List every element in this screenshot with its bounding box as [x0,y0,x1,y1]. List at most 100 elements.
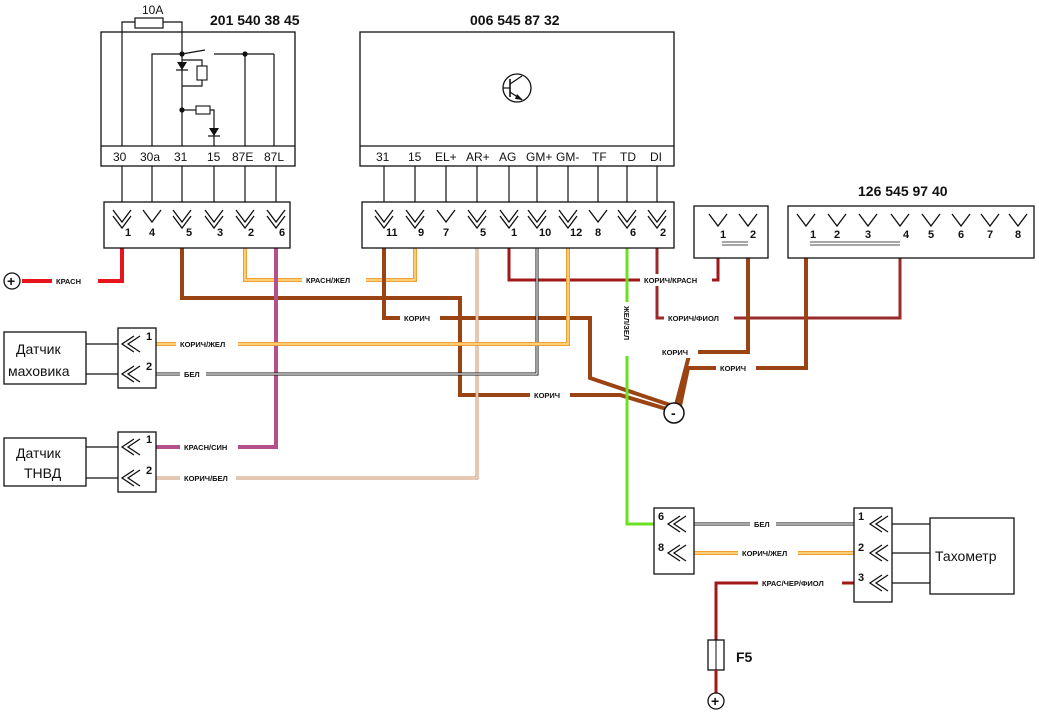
diag-connector: 126 545 97 40 1 2 3 4 5 6 7 8 [787,183,1035,259]
relay-terminal-15: 15 [207,150,221,164]
ecu-terminal-ar: AR+ [466,150,490,164]
tacho-right-pin-1: 1 [858,511,864,523]
tacho-right-pin-3: 3 [858,572,864,584]
plus-bottom-symbol: + [711,693,719,709]
plus-left-symbol: + [7,273,15,289]
wire-zhel-zel [625,222,660,526]
flywheel-pin-2: 2 [146,361,152,373]
ecu-terminal-31: 31 [376,150,390,164]
flywheel-sensor-line2: маховика [8,363,70,379]
ground-icon [663,402,685,424]
ecu-pin-11: 11 [386,227,398,239]
ecu: 006 545 87 32 31 15 EL+ AR+ AG GM+ GM- T… [359,12,675,208]
relay-pin-2: 2 [248,227,254,239]
ecu-terminal-gm-minus: GM- [556,150,579,164]
fuse-f5: F5 [707,639,753,692]
label-zhel-zel: ЖЕЛ/ЗЕЛ [622,305,631,340]
relay-pin-6: 6 [279,227,285,239]
tnvd-pin-1: 1 [146,434,152,446]
label-korich-bel: КОРИЧ/БЕЛ [184,474,228,483]
diag-pin-5: 5 [928,229,934,241]
flywheel-pin-1: 1 [146,331,152,343]
relay-terminal-87e: 87E [232,150,253,164]
relay: 201 540 38 45 10A 30 30a 31 15 87E 87L [100,3,300,208]
ecu-pin-12: 12 [570,227,582,239]
label-korich-2: КОРИЧ [662,348,688,357]
diag-pin-4: 4 [903,229,910,241]
ecu-pin-1: 1 [511,227,517,239]
diag-pin-8: 8 [1015,229,1021,241]
tnvd-pin-2: 2 [146,465,152,477]
fuse-f5-label: F5 [736,649,753,665]
wire-korich-small2 [674,232,750,406]
wire-kras-cher-fiol [714,581,858,700]
tnvd-sensor-line2: ТНВД [24,465,62,481]
ecu-terminal-di: DI [650,150,662,164]
tacho-right-pin-2: 2 [858,542,864,554]
wire-kras-sin [152,222,278,449]
diag-pin-3: 3 [865,229,871,241]
diag-pin-7: 7 [987,229,993,241]
ecu-pin-8: 8 [595,227,601,239]
wire-brown-ecu11 [382,222,671,407]
small-connector-pin-1: 1 [720,229,726,241]
plus-icon [707,692,725,710]
plus-terminal-bottom: + [707,692,725,710]
relay-pin-3: 3 [217,227,223,239]
label-korich-fiol: КОРИЧ/ФИОЛ [668,314,719,323]
ecu-pin-2: 2 [660,227,666,239]
wire-korich-fiol [655,222,902,320]
ecu-pin-9: 9 [418,227,424,239]
flywheel-sensor-line1: Датчик [16,341,61,357]
diag-pin-6: 6 [958,229,964,241]
transistor-icon [502,73,532,103]
ecu-terminal-tf: TF [592,150,607,164]
label-korich-3: КОРИЧ [720,364,746,373]
ecu-terminal-td: TD [620,150,636,164]
ecu-terminal-ag: AG [499,150,516,164]
diag-pin-2: 2 [834,229,840,241]
flywheel-connector: 1 2 [117,327,157,389]
ecu-pin-10: 10 [539,227,551,239]
label-korich-kras: КОРИЧ/КРАСН [644,276,697,285]
diag-part-number: 126 545 97 40 [858,183,948,199]
diag-pin-1: 1 [810,229,816,241]
tachometer: Тахометр [929,517,1015,595]
small-connector-pin-2: 2 [750,229,756,241]
ecu-terminal-gm-plus: GM+ [526,150,552,164]
relay-connector: 1 4 5 3 2 6 [103,201,291,249]
relay-fuse-icon [134,17,164,29]
ecu-terminal-15: 15 [408,150,422,164]
ecu-connector: 11 9 7 5 1 10 12 8 6 2 [361,201,675,249]
tachometer-label: Тахометр [935,548,997,564]
relay-pin-5: 5 [186,227,192,239]
label-bel-2: БЕЛ [754,520,770,529]
tnvd-sensor: Датчик ТНВД [3,437,87,487]
label-kras-sin: КРАСН/СИН [184,443,227,452]
ecu-pin-7: 7 [443,227,449,239]
plus-terminal-left: + [3,272,21,290]
tnvd-connector: 1 2 [117,431,157,493]
label-kras-zhel: КРАСН/ЖЕЛ [306,276,350,285]
flywheel-sensor: Датчик маховика [3,331,87,385]
tacho-connector-left: 6 8 [653,507,695,575]
wire-labels: КРАСН КРАСН/ЖЕЛ КОРИЧ/КРАСН КОРИЧ КОРИЧ/… [52,274,842,589]
relay-pin-4: 4 [149,227,156,239]
relay-terminal-30: 30 [113,150,127,164]
ecu-pin-6: 6 [630,227,636,239]
label-korich-1: КОРИЧ [404,314,430,323]
relay-terminal-30a: 30a [140,150,160,164]
plus-icon [3,272,21,290]
wires [22,222,930,700]
ecu-part-number: 006 545 87 32 [470,12,560,28]
ecu-terminal-el: EL+ [435,150,457,164]
label-korich-zhel-1: КОРИЧ/ЖЕЛ [180,340,225,349]
tacho-connector-right: 1 2 3 [853,507,893,603]
ground-terminal: - [663,402,685,424]
tnvd-sensor-line1: Датчик [16,445,61,461]
tacho-left-pin-8: 8 [658,542,664,554]
label-kras-cher-fiol: КРАС/ЧЕР/ФИОЛ [762,579,824,588]
relay-terminal-87l: 87L [264,150,284,164]
relay-pin-1: 1 [125,227,131,239]
